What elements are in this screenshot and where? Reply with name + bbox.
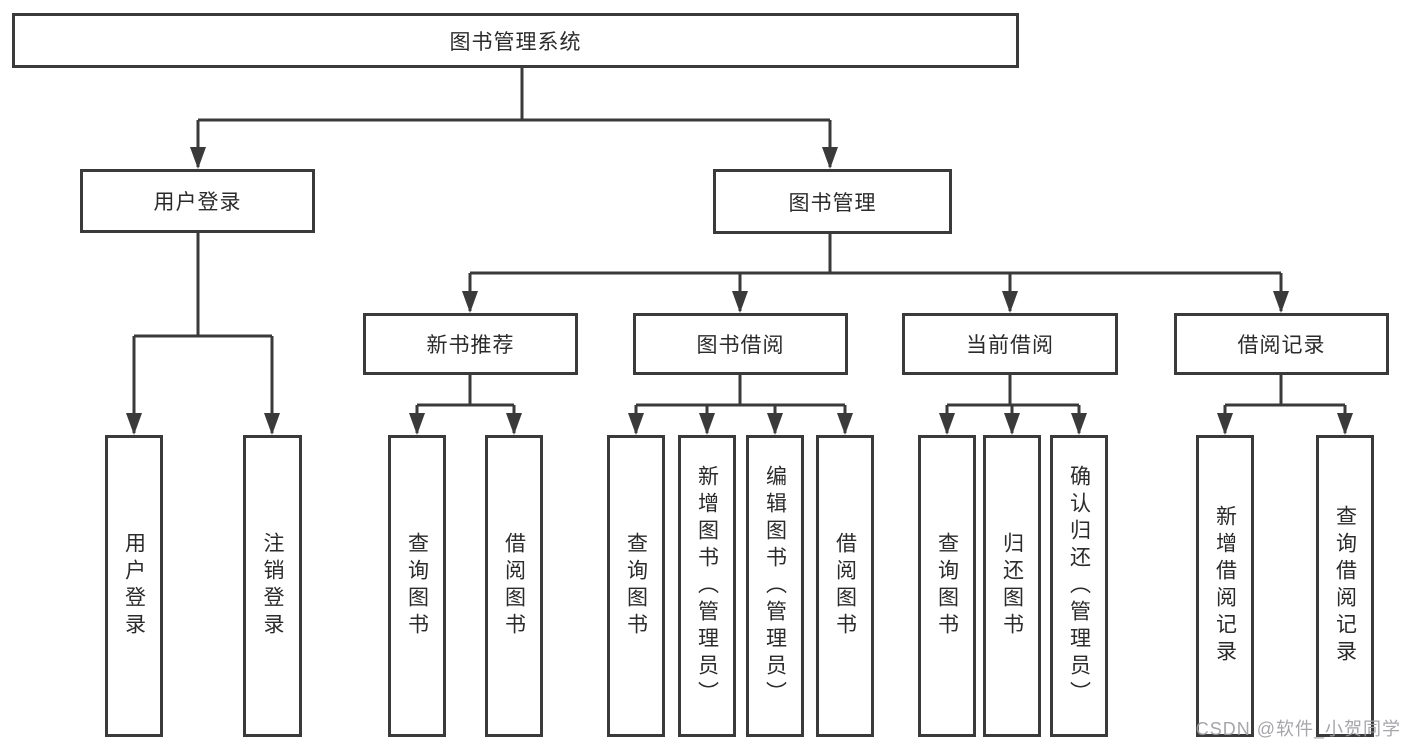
leaf-user-login: 用户登录 [105,435,163,737]
leaf-edit-book-admin: 编辑图书（管理员） [746,435,804,737]
leaf-current-query-book-label: 查询图书 [935,532,959,640]
leaf-logout: 注销登录 [243,435,302,737]
leaf-borrow-query-book: 查询图书 [607,435,665,737]
node-book-management-label: 图书管理 [788,191,877,215]
leaf-add-borrow-record: 新增借阅记录 [1196,435,1254,737]
node-book-borrow: 图书借阅 [633,313,848,375]
node-borrow-records-label: 借阅记录 [1237,334,1326,357]
node-library-system-label: 图书管理系统 [449,30,582,54]
node-library-system: 图书管理系统 [12,13,1019,68]
leaf-query-borrow-record-label: 查询借阅记录 [1333,505,1357,667]
node-new-book-recommend-label: 新书推荐 [426,334,515,357]
leaf-return-book-label: 归还图书 [1000,532,1024,640]
leaf-add-book-admin-label: 新增图书（管理员） [695,464,719,708]
leaf-add-book-admin: 新增图书（管理员） [678,435,736,737]
leaf-recommend-query-book: 查询图书 [388,435,446,737]
leaf-recommend-borrow-book: 借阅图书 [485,435,543,737]
node-user-login-module: 用户登录 [80,169,315,233]
leaf-user-login-label: 用户登录 [122,532,146,640]
leaf-confirm-return-admin-label: 确认归还（管理员） [1067,464,1091,708]
leaf-logout-label: 注销登录 [261,532,284,640]
leaf-query-borrow-record: 查询借阅记录 [1316,435,1374,737]
node-current-borrow-label: 当前借阅 [966,334,1054,357]
leaf-borrow-book: 借阅图书 [816,435,874,737]
leaf-recommend-borrow-book-label: 借阅图书 [502,532,526,640]
csdn-watermark: CSDN @软件_小贺同学 [1195,719,1401,739]
leaf-confirm-return-admin: 确认归还（管理员） [1050,435,1108,737]
node-user-login-module-label: 用户登录 [153,191,242,214]
node-borrow-records: 借阅记录 [1174,313,1389,375]
leaf-borrow-query-book-label: 查询图书 [624,532,648,640]
node-book-management: 图书管理 [713,169,952,234]
node-book-borrow-label: 图书借阅 [696,334,785,357]
leaf-return-book: 归还图书 [983,435,1041,737]
node-current-borrow: 当前借阅 [902,313,1118,375]
leaf-current-query-book: 查询图书 [918,435,976,737]
leaf-add-borrow-record-label: 新增借阅记录 [1213,505,1237,667]
leaf-borrow-book-label: 借阅图书 [833,532,857,640]
leaf-edit-book-admin-label: 编辑图书（管理员） [763,464,787,708]
node-new-book-recommend: 新书推荐 [363,313,578,375]
leaf-recommend-query-book-label: 查询图书 [405,532,429,640]
